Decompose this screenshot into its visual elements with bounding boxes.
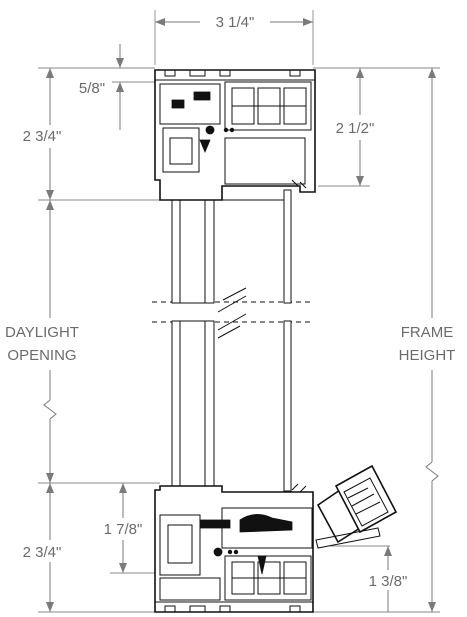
- head-chamber-left: [159, 83, 221, 125]
- latch-bar: [199, 519, 231, 529]
- operator-grip-lines: [347, 487, 381, 515]
- arrow-f2: [428, 602, 436, 612]
- arrow-left: [155, 18, 165, 26]
- arrow-right: [303, 18, 313, 26]
- hardware-top: [193, 91, 211, 101]
- roto-operator-icon: [315, 464, 398, 549]
- right-break: [425, 461, 439, 482]
- arrow-l5: [46, 483, 54, 493]
- break-slash-2: [217, 295, 247, 313]
- interior-jamb-lower: [283, 320, 292, 492]
- lock-mechanism: [239, 514, 293, 533]
- dot-t2: [229, 127, 235, 133]
- dimension-lines: [38, 10, 440, 613]
- bottom-frame-label: 2 3/4": [23, 544, 62, 561]
- sash-chamber-bottom: [159, 514, 201, 576]
- arrow-l6: [46, 602, 54, 612]
- sill-notches: [164, 605, 301, 612]
- interior-jamb-upper: [283, 189, 292, 304]
- dot-b1: [227, 549, 233, 555]
- top-offset-label: 5/8": [79, 80, 105, 97]
- weatherstrip-top: [171, 99, 185, 109]
- sill-profile: [154, 483, 314, 613]
- operator-cover: [315, 527, 381, 549]
- head-outline: [154, 69, 316, 201]
- sill-chamber-right: [224, 555, 312, 601]
- dot-b2: [233, 549, 239, 555]
- glass-upper: [171, 182, 215, 304]
- dot-t1: [223, 127, 229, 133]
- screw-bottom: [257, 555, 267, 575]
- arrow-b1: [384, 546, 392, 556]
- head-chamber-right: [224, 81, 312, 131]
- sash-cell-top: [169, 137, 193, 165]
- arrow-f1: [428, 68, 436, 78]
- tooth-top: [199, 139, 211, 154]
- frame-label-1: FRAME: [401, 324, 454, 341]
- bottom-sash-label: 1 7/8": [104, 521, 143, 538]
- arrow-r1: [356, 68, 364, 78]
- fastener-top: [205, 125, 215, 135]
- frame-label-2: HEIGHT: [399, 347, 456, 364]
- arrow-r2: [356, 176, 364, 186]
- top-sash-label: 2 1/2": [336, 120, 375, 137]
- bottom-offset-label: 1 3/8": [369, 573, 408, 590]
- head-profile: [154, 69, 316, 201]
- arrow-down: [116, 58, 124, 68]
- break-slash-1: [222, 287, 247, 301]
- daylight-label-2: OPENING: [7, 347, 76, 364]
- sash-cell-bottom: [167, 524, 193, 564]
- glass-unit: [171, 182, 292, 492]
- arrow-l4: [46, 473, 54, 483]
- head-hooks: [291, 179, 307, 189]
- break-slash-4: [217, 325, 241, 339]
- operator-crank-inner: [343, 477, 389, 527]
- arrow-l3: [46, 200, 54, 210]
- arrow-l1: [46, 68, 54, 78]
- top-frame-label: 2 3/4": [23, 128, 62, 145]
- head-lower-chamber: [224, 137, 306, 185]
- sill-outline: [154, 485, 314, 613]
- arrow-l2: [46, 190, 54, 200]
- arrow-s1: [119, 483, 127, 493]
- head-notches: [164, 70, 301, 77]
- sash-chamber-top: [162, 127, 200, 173]
- daylight-label-1: DAYLIGHT: [5, 324, 79, 341]
- sill-hooks: [291, 483, 307, 493]
- sill-left-chamber: [159, 577, 221, 601]
- arrow-s2: [119, 563, 127, 573]
- overall-width-label: 3 1/4": [216, 14, 255, 31]
- arrow-up: [116, 82, 124, 92]
- break-slash-3: [217, 313, 247, 331]
- fastener-bottom: [213, 547, 223, 557]
- glass-lower: [171, 320, 215, 490]
- left-break: [43, 399, 57, 420]
